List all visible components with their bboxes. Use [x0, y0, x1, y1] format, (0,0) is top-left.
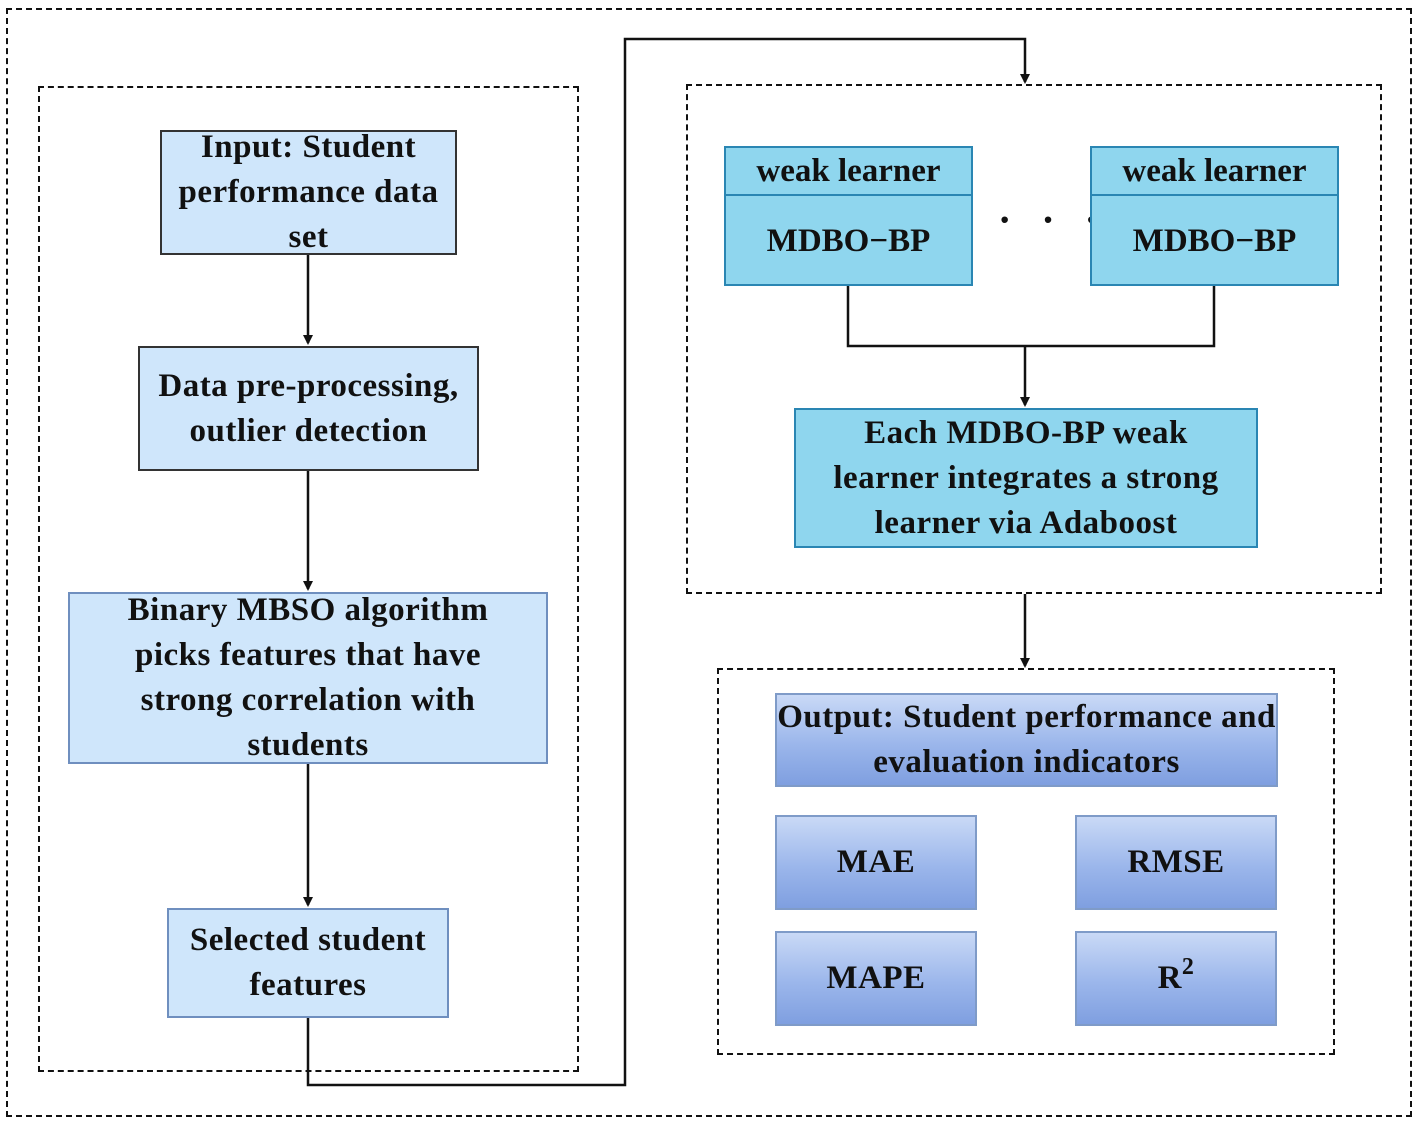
outer-frame [6, 8, 1412, 1117]
preprocess-box: Data pre-processing, outlier detection [138, 346, 479, 471]
metric-rmse-label: RMSE [1127, 844, 1225, 880]
adaboost-box-label: Each MDBO-BP weak learner integrates a s… [833, 414, 1219, 541]
arrow-selected-to-ensemble [306, 37, 1030, 1087]
input-box: Input: Student performance data set [160, 129, 457, 255]
metric-r2-label: R2 [1157, 954, 1195, 1001]
weak-learner-2-title: weak learner [1092, 148, 1337, 196]
input-box-label: Input: Student performance data set [178, 129, 439, 255]
feature-selection-box-label: Binary MBSO algorithm picks features tha… [127, 592, 489, 763]
metric-rmse: RMSE [1075, 815, 1277, 910]
weak-learner-1: weak learner MDBO−BP [724, 146, 973, 286]
selected-features-box: Selected student features [167, 908, 449, 1018]
metric-mape: MAPE [775, 931, 977, 1026]
line-learner-1 [846, 286, 1216, 348]
output-panel [717, 668, 1335, 1055]
metric-r2-superscript: 2 [1181, 954, 1195, 980]
metric-r2: R2 [1075, 931, 1277, 1026]
selected-features-box-label: Selected student features [189, 922, 427, 1003]
adaboost-box: Each MDBO-BP weak learner integrates a s… [794, 408, 1258, 548]
ensemble-panel [686, 84, 1382, 594]
preprocess-box-label: Data pre-processing, outlier detection [158, 367, 459, 449]
ellipsis: · · · [998, 197, 1109, 242]
weak-learner-1-title: weak learner [726, 148, 971, 196]
feature-selection-box: Binary MBSO algorithm picks features tha… [68, 592, 548, 764]
weak-learner-2-model: MDBO−BP [1132, 222, 1297, 259]
weak-learner-1-model: MDBO−BP [766, 222, 931, 259]
weak-learner-2: weak learner MDBO−BP [1090, 146, 1339, 286]
output-title-box: Output: Student performance and evaluati… [775, 693, 1278, 787]
metric-mae: MAE [775, 815, 977, 910]
metric-mape-label: MAPE [826, 960, 926, 996]
output-title-label: Output: Student performance and evaluati… [777, 699, 1276, 780]
metric-mae-label: MAE [836, 844, 916, 880]
metric-r2-base: R [1157, 960, 1182, 996]
